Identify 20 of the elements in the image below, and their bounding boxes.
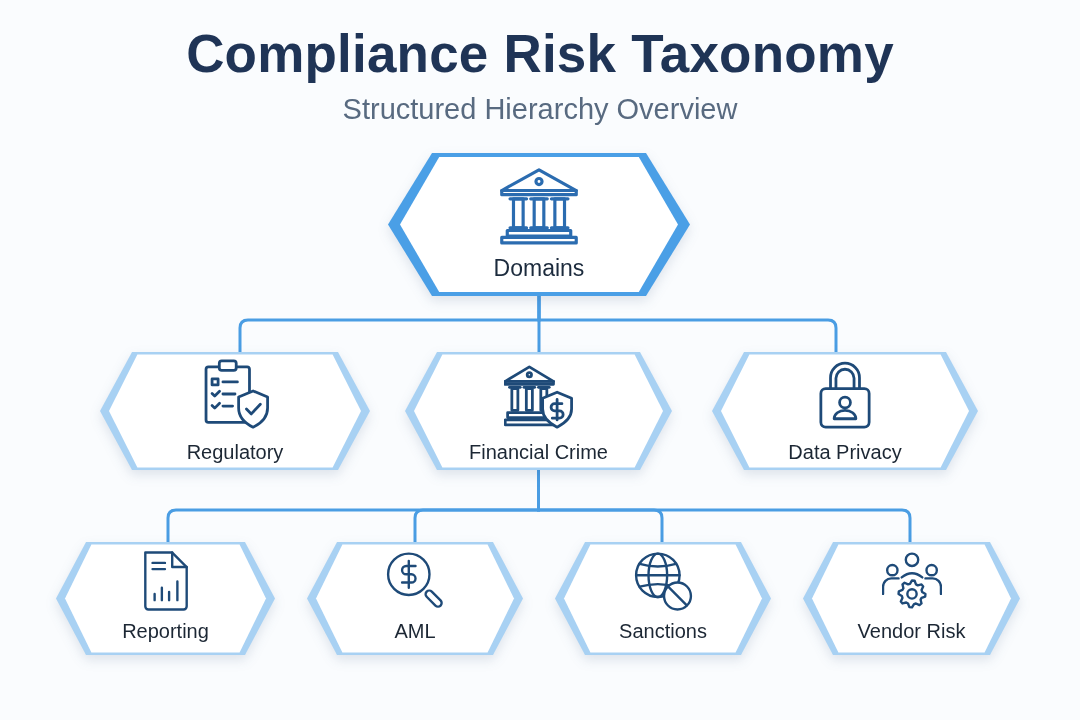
hexagon-node [388,153,690,296]
subtitle: Structured Hierarchy Overview [342,92,738,127]
hexagon-node [405,352,672,470]
node-label: Vendor Risk [857,619,966,644]
hexagon-node [100,352,370,470]
hexagon-node [712,352,978,470]
connector-line [537,470,912,542]
hexagon-node [803,542,1020,655]
node-label: AML [394,619,436,644]
node-label: Domains [493,254,585,282]
node-label: Sanctions [619,619,707,644]
hexagon-node [555,542,771,655]
connector-line [537,296,838,352]
hexagon-node [56,542,275,655]
diagram-title: Compliance Risk Taxonomy [186,23,894,85]
node-label: Reporting [122,619,209,644]
node-label: Financial Crime [469,440,608,465]
hexagon-node [307,542,523,655]
node-label: Regulatory [186,440,284,465]
node-label: Data Privacy [788,440,902,465]
